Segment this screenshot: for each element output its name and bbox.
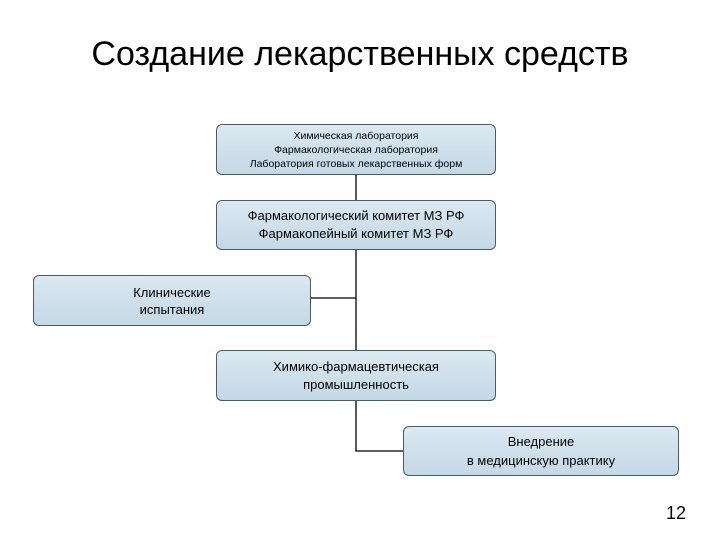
page-title: Создание лекарственных средств xyxy=(91,35,629,73)
labs-line-3: Лаборатория готовых лекарственных форм xyxy=(249,157,463,170)
industry-line-1: Химико-фармацевтическая xyxy=(273,358,439,374)
practice-box: Внедрение в медицинскую практику xyxy=(403,426,679,476)
committees-line-2: Фармакопейный комитет МЗ РФ xyxy=(258,226,454,241)
committees-box: Фармакологический комитет МЗ РФ Фармакоп… xyxy=(216,200,496,250)
clinical-line-2: испытания xyxy=(139,301,205,317)
industry-line-2: промышленность xyxy=(303,376,409,392)
labs-line-1: Химическая лаборатория xyxy=(293,129,419,142)
page-number: 12 xyxy=(665,503,686,523)
industry-box: Химико-фармацевтическая промышленность xyxy=(216,350,496,401)
labs-line-2: Фармакологическая лаборатория xyxy=(274,143,438,156)
connector-industry-practice xyxy=(355,401,403,452)
practice-line-1: Внедрение xyxy=(507,434,575,449)
committees-line-1: Фармакологический комитет МЗ РФ xyxy=(247,208,465,223)
clinical-line-1: Клинические xyxy=(133,284,211,300)
labs-box: Химическая лаборатория Фармакологическая… xyxy=(216,124,496,175)
practice-line-2: в медицинскую практику xyxy=(466,453,616,468)
clinical-trials-box: Клинические испытания xyxy=(33,275,311,326)
